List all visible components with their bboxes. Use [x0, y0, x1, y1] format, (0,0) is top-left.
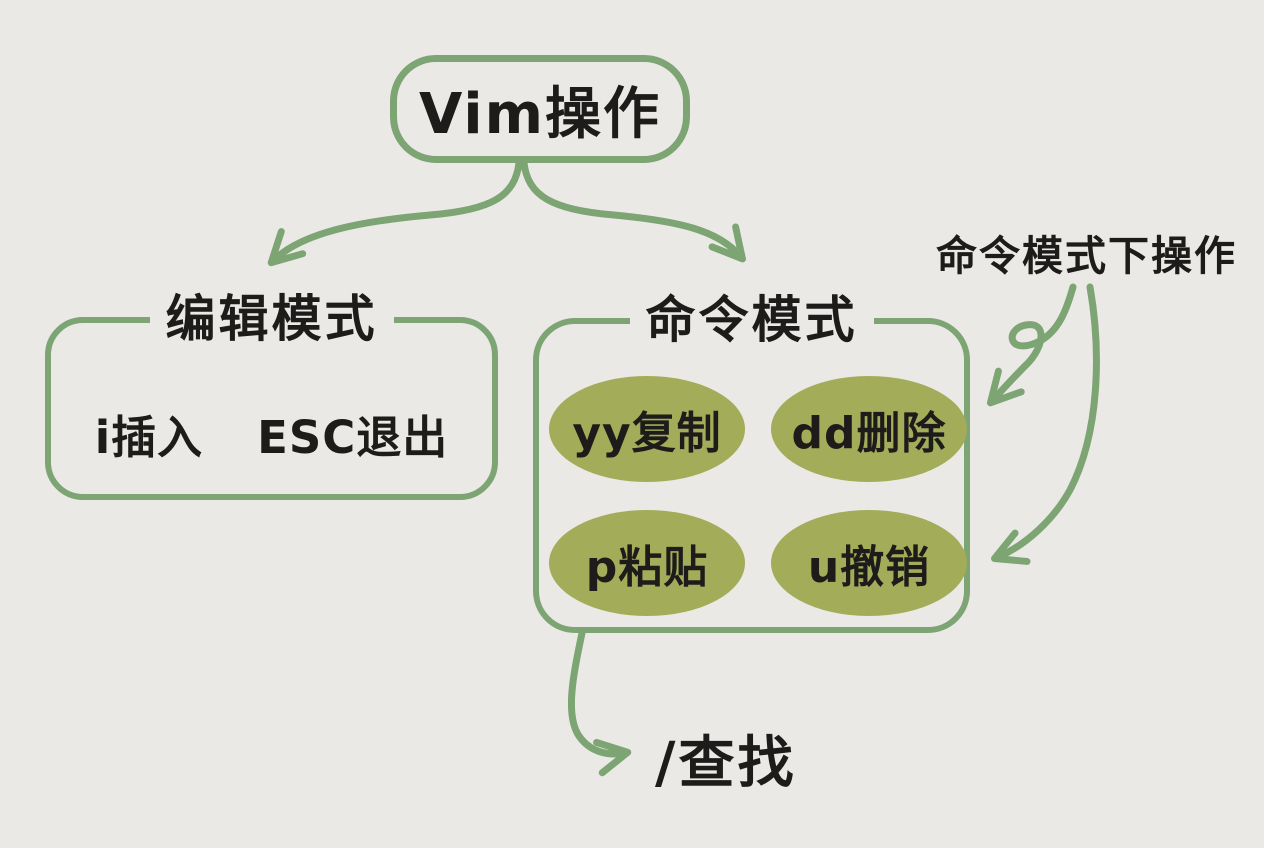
- edit-mode-items: i插入 ESC退出: [51, 401, 492, 466]
- edit-item-insert: i插入: [94, 411, 204, 464]
- edit-mode-title: 编辑模式: [149, 289, 394, 349]
- group-edit-mode: 编辑模式 i插入 ESC退出: [45, 289, 498, 500]
- command-item-dd-delete: dd删除: [771, 376, 967, 482]
- command-item-u-undo: u撤销: [771, 510, 967, 616]
- command-item-yy-copy-label: yy复制: [572, 408, 722, 459]
- command-item-p-paste-label: p粘贴: [585, 542, 709, 593]
- command-item-dd-delete-label: dd删除: [791, 408, 947, 459]
- node-vim-operations: Vim操作: [390, 55, 690, 163]
- group-command-mode: 命令模式 yy复制 dd删除 p粘贴 u撤销: [533, 290, 970, 633]
- edit-item-esc-exit: ESC退出: [257, 411, 449, 464]
- edge-command-to-search-arrow: [567, 629, 632, 777]
- edge-root-to-command-arrow: [520, 159, 746, 263]
- edge-root-to-edit-arrow: [267, 159, 523, 267]
- command-mode-title: 命令模式: [629, 290, 874, 350]
- node-vim-operations-label: Vim操作: [419, 81, 661, 147]
- command-item-u-undo-label: u撤销: [807, 542, 931, 593]
- edge-annotation-long-arrow: [990, 283, 1100, 565]
- search-label: /查找: [655, 731, 797, 796]
- command-item-p-paste: p粘贴: [549, 510, 745, 616]
- annotation-command-mode-ops: 命令模式下操作: [936, 232, 1237, 280]
- command-item-yy-copy: yy复制: [549, 376, 745, 482]
- edge-annotation-loop-arrow: [986, 283, 1077, 407]
